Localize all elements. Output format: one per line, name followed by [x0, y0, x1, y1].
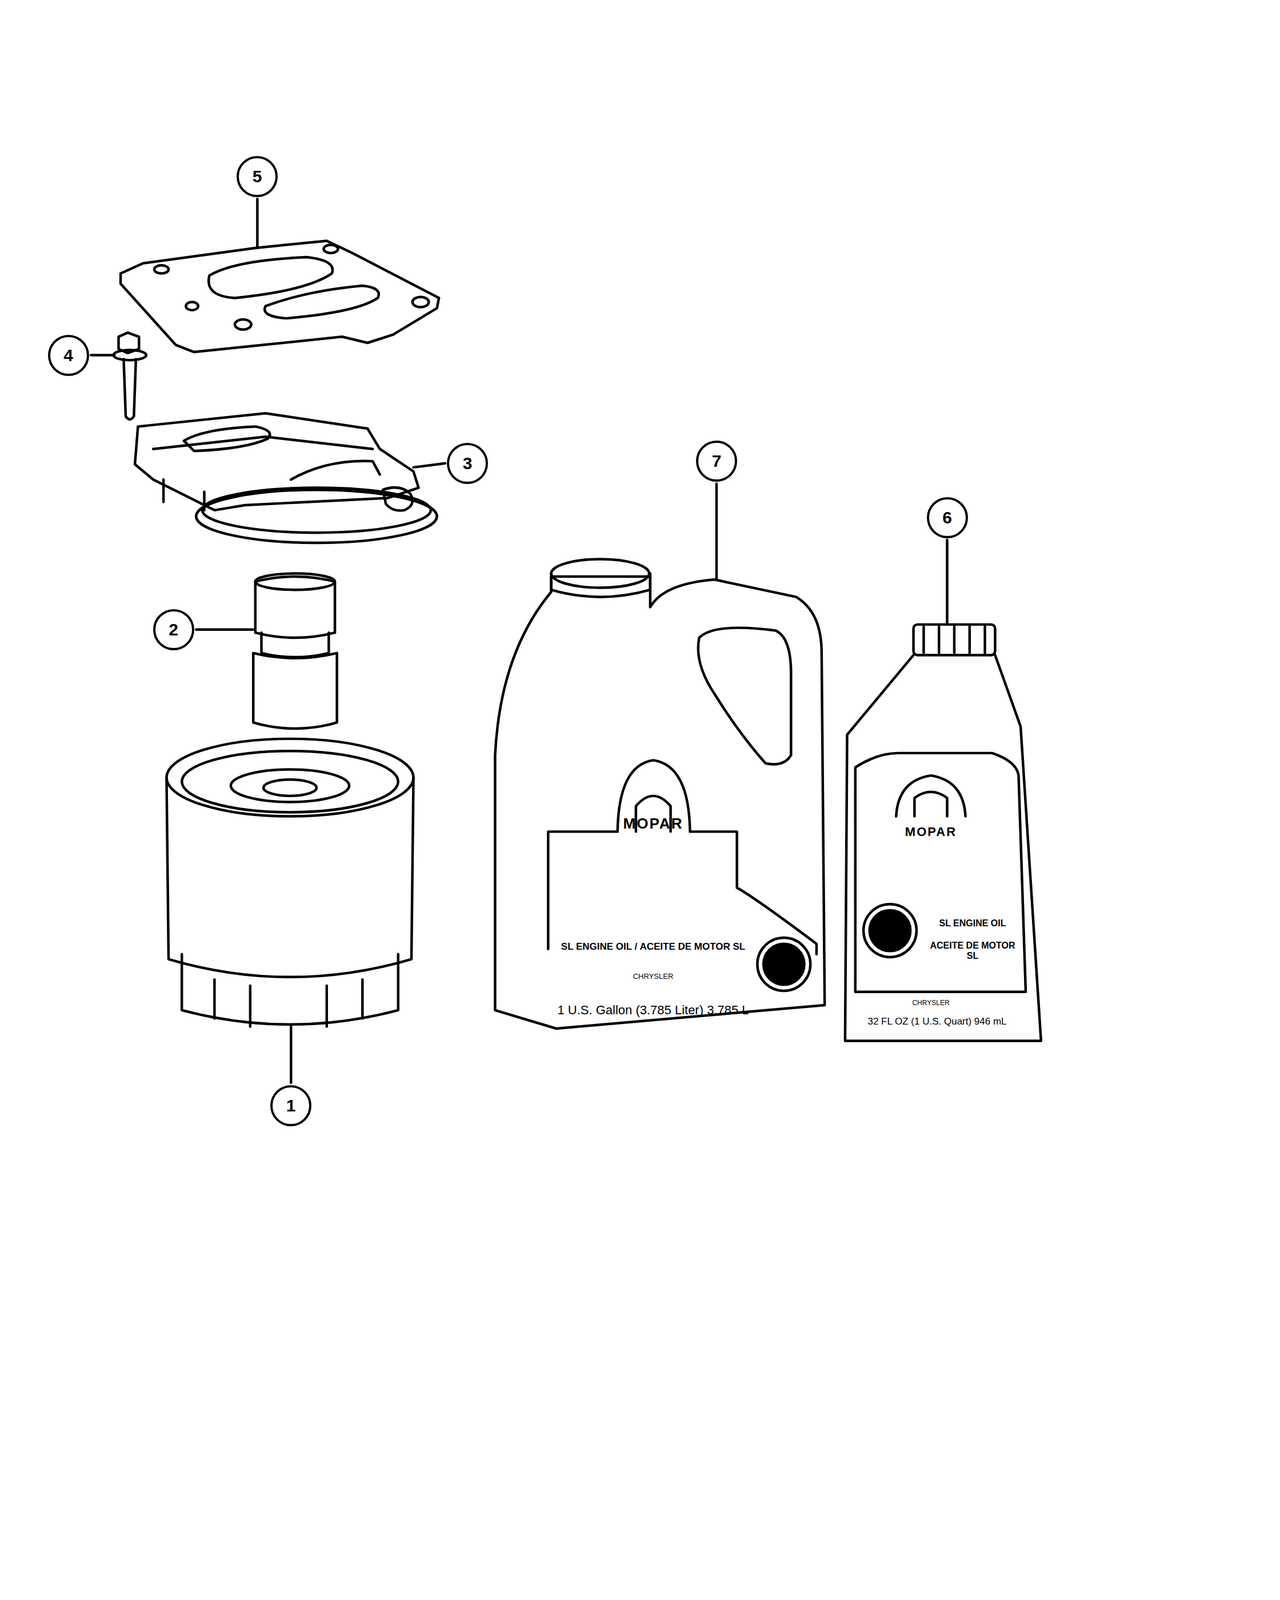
callout-number: 3: [462, 454, 473, 472]
callout-circle: 2: [153, 609, 195, 651]
filter-adapter: [134, 413, 438, 543]
oil-filter: [166, 738, 414, 1027]
callout-circle: 4: [48, 334, 90, 376]
gallon-jug: [494, 559, 825, 1029]
bottle-label-text: MOPAR: [905, 825, 957, 839]
callout-number: 1: [286, 1097, 296, 1115]
quart-bottle: [845, 624, 1042, 1042]
filter-element: [253, 573, 337, 729]
callout-circle: 3: [446, 442, 488, 484]
gasket: [120, 240, 439, 352]
callout-number: 2: [168, 621, 179, 639]
callout-number: 5: [252, 168, 263, 186]
callout-number: 4: [63, 346, 74, 364]
bolt: [113, 332, 147, 420]
bottle-label-text: CHRYSLER: [912, 999, 950, 1007]
bottle-label-text: SL ENGINE OIL / ACEITE DE MOTOR SL: [561, 941, 746, 953]
bottle-label-text: MOPAR: [623, 815, 684, 832]
bottle-label-text: 1 U.S. Gallon (3.785 Liter) 3.785 L: [557, 1003, 749, 1018]
callout-circle: 1: [270, 1085, 312, 1127]
bottle-label-text: SL ENGINE OIL: [938, 918, 1006, 929]
callout-number: 7: [712, 452, 722, 470]
callout-circle: 5: [236, 156, 278, 198]
callout-circle: 6: [926, 497, 968, 539]
bottle-label-text: 32 FL OZ (1 U.S. Quart) 946 mL: [867, 1016, 1007, 1028]
callout-circle: 7: [696, 440, 738, 482]
bottle-label-text: ACEITE DE MOTOR SL: [926, 940, 1019, 961]
leader-lines: [90, 198, 947, 1083]
bottle-label-text: CHRYSLER: [633, 972, 674, 981]
callout-number: 6: [942, 509, 952, 527]
